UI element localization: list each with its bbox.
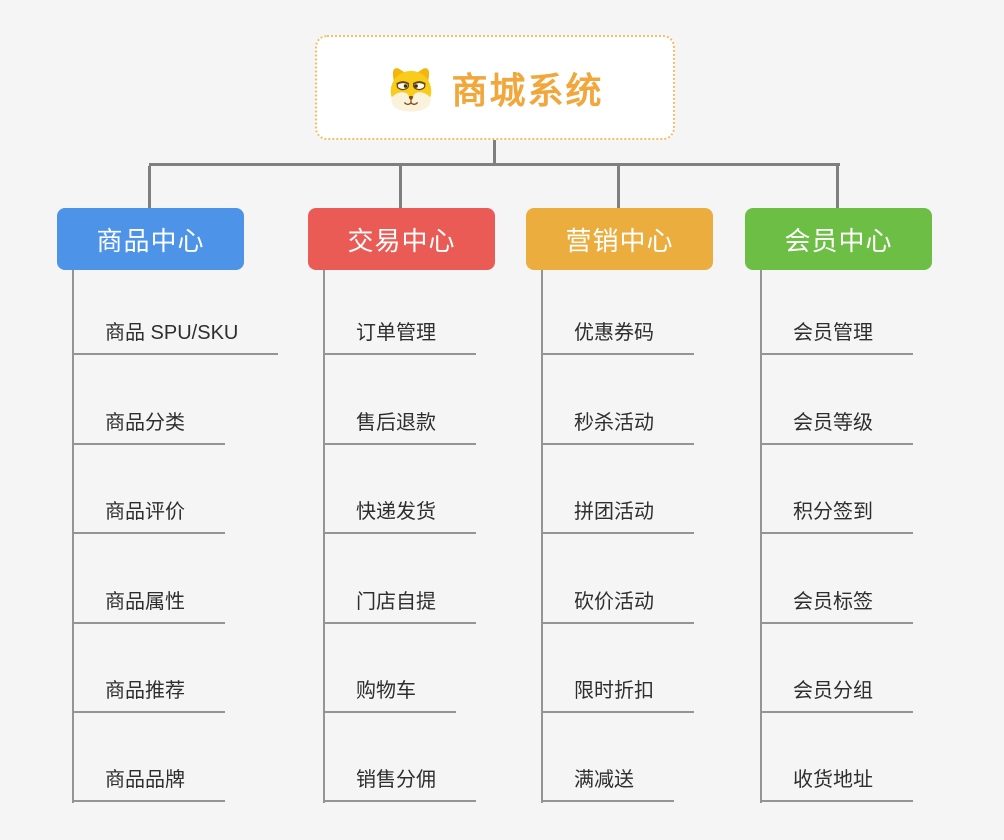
connector-drop — [148, 166, 151, 208]
branch-topic-trade-center[interactable]: 交易中心 — [308, 208, 495, 270]
leaf-topic[interactable]: 限时折扣 — [541, 677, 694, 713]
connector-drop — [836, 166, 839, 208]
leaf-topic[interactable]: 订单管理 — [323, 319, 476, 355]
leaf-topic[interactable]: 满减送 — [541, 766, 674, 802]
leaf-topic[interactable]: 优惠券码 — [541, 319, 694, 355]
leaf-topic[interactable]: 商品 SPU/SKU — [72, 319, 279, 355]
connector-drop — [399, 166, 402, 208]
connector-drop — [617, 166, 620, 208]
leaf-topic[interactable]: 会员分组 — [760, 677, 913, 713]
leaf-topic[interactable]: 购物车 — [323, 677, 456, 713]
branch-column-product: 商品中心 商品 SPU/SKU 商品分类 商品评价 商品属性 商品推荐 商品品牌 — [57, 208, 279, 803]
branch-leaf-line — [323, 270, 325, 803]
leaf-topic[interactable]: 会员标签 — [760, 588, 913, 624]
branch-topic-member-center[interactable]: 会员中心 — [745, 208, 932, 270]
branch-topic-marketing-center[interactable]: 营销中心 — [526, 208, 713, 270]
leaf-topic[interactable]: 销售分佣 — [323, 766, 476, 802]
branch-leaf-line — [72, 270, 74, 803]
leaf-topic[interactable]: 商品品牌 — [72, 766, 225, 802]
dog-face-icon — [391, 67, 432, 111]
leaf-topic[interactable]: 收货地址 — [760, 766, 913, 802]
leaf-topic[interactable]: 拼团活动 — [541, 498, 694, 534]
branch-leaf-line — [541, 270, 543, 803]
root-topic[interactable]: 商城系统 — [315, 35, 675, 140]
leaf-topic[interactable]: 秒杀活动 — [541, 409, 694, 445]
branch-column-member: 会员中心 会员管理 会员等级 积分签到 会员标签 会员分组 收货地址 — [745, 208, 932, 803]
root-topic-title: 商城系统 — [451, 69, 604, 111]
leaf-topic[interactable]: 会员等级 — [760, 409, 913, 445]
leaf-topic[interactable]: 商品评价 — [72, 498, 225, 534]
leaf-topic[interactable]: 商品属性 — [72, 588, 225, 624]
branch-leaf-line — [760, 270, 762, 803]
leaf-topic[interactable]: 会员管理 — [760, 319, 913, 355]
branch-column-trade: 交易中心 订单管理 售后退款 快递发货 门店自提 购物车 销售分佣 — [308, 208, 495, 803]
leaf-topic[interactable]: 快递发货 — [323, 498, 476, 534]
connector-root-stub — [493, 140, 496, 164]
branch-topic-product-center[interactable]: 商品中心 — [57, 208, 244, 270]
leaf-topic[interactable]: 门店自提 — [323, 588, 476, 624]
leaf-topic[interactable]: 商品推荐 — [72, 677, 225, 713]
leaf-topic[interactable]: 售后退款 — [323, 409, 476, 445]
leaf-topic[interactable]: 商品分类 — [72, 409, 225, 445]
leaf-topic[interactable]: 积分签到 — [760, 498, 913, 534]
leaf-topic[interactable]: 砍价活动 — [541, 588, 694, 624]
connector-bus — [149, 163, 840, 166]
branch-column-marketing: 营销中心 优惠券码 秒杀活动 拼团活动 砍价活动 限时折扣 满减送 — [526, 208, 713, 803]
